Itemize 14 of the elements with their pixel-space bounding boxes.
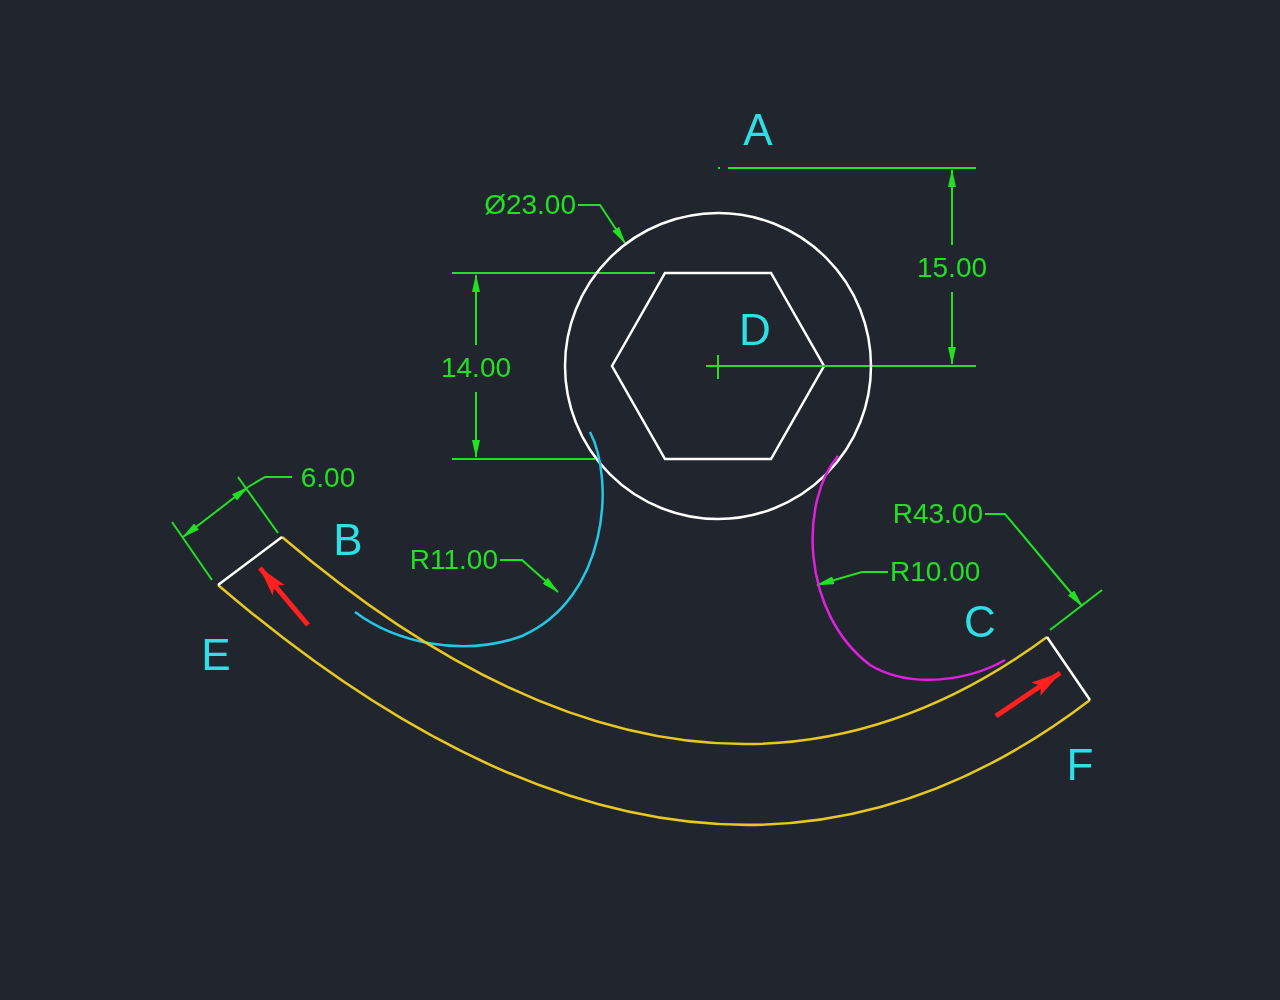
leader-line (816, 571, 889, 586)
point-label: C (964, 600, 996, 644)
dimension-text: R43.00 (892, 499, 983, 529)
point-label: F (1066, 743, 1094, 787)
point-label: A (743, 108, 773, 152)
point-label: B (333, 518, 363, 562)
point-label: D (739, 308, 771, 352)
leader-line (499, 559, 559, 593)
leader-line (984, 513, 1083, 607)
dimension-text: Ø23.00 (484, 190, 576, 220)
leader-line (577, 204, 626, 244)
dimension-text: R10.00 (890, 557, 981, 587)
dimension-text: R11.00 (409, 545, 498, 575)
point-label: E (201, 633, 231, 677)
